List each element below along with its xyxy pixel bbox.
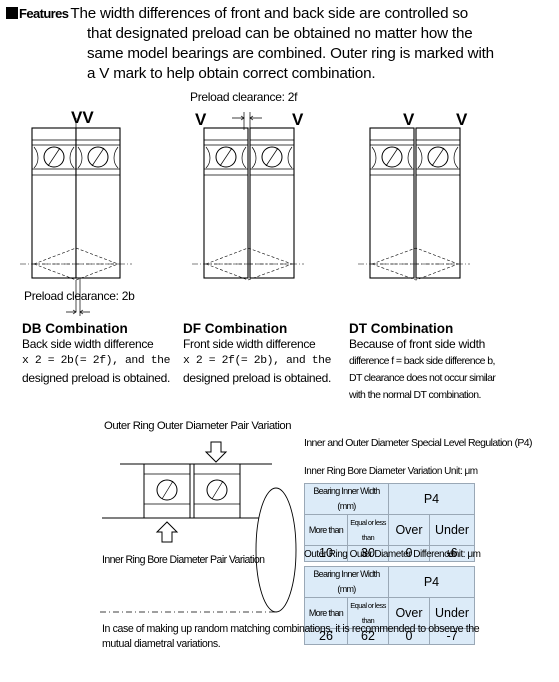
dt-combination: DT Combination Because of front side wid… (349, 321, 549, 404)
features-line-2: that designated preload can be obtained … (87, 25, 473, 42)
df-title: DF Combination (183, 321, 288, 336)
bore-width-header: Bearing Inner Width (mm) (304, 483, 389, 515)
outer-grade: P4 (388, 566, 475, 598)
inner-pair-variation-label: Inner Ring Bore Diameter Pair Variation (102, 554, 265, 566)
regulation-title: Inner and Outer Diameter Special Level R… (304, 437, 533, 449)
df-diagram (192, 112, 304, 281)
features-label: Features (19, 6, 69, 21)
dt-diagram (358, 127, 470, 281)
df-combination: DF Combination Front side width differen… (183, 321, 343, 387)
bore-table-caption: Inner Ring Bore Diameter Variation Unit:… (304, 466, 478, 477)
bore-grade: P4 (388, 483, 475, 515)
outer-pair-variation-label: Outer Ring Outer Diameter Pair Variation (104, 420, 292, 432)
shaft-bearing-left (143, 463, 191, 519)
bullet-square-icon (6, 7, 18, 19)
combination-diagrams (20, 112, 470, 316)
outer-arrow-icon (204, 441, 228, 463)
db-diagram (20, 118, 132, 316)
df-v-mark-right: V (292, 110, 304, 129)
outer-table-caption: Outer Ring Outer Diameter Difference (304, 549, 454, 560)
pair-variation-diagram (100, 441, 297, 613)
preload-clearance-2f-label: Preload clearance: 2f (190, 90, 298, 104)
db-combination: DB Combination Back side width differenc… (22, 321, 182, 387)
dt-v-mark-right: V (456, 110, 468, 129)
outer-width-header: Bearing Inner Width (mm) (304, 566, 389, 598)
outer-table-unit: Unit: μm (447, 549, 481, 560)
dt-title: DT Combination (349, 321, 454, 336)
shaft-bearing-right (193, 463, 241, 519)
inner-arrow-icon (155, 521, 179, 543)
db-vv-mark: VV (71, 108, 94, 127)
features-line-3: same model bearings are combined. Outer … (87, 45, 494, 62)
dt-v-mark-left: V (403, 110, 415, 129)
features-line-4: a V mark to help obtain correct combinat… (87, 65, 376, 82)
bore-variation-table: Bearing Inner Width (mm) P4 More than Eq… (304, 483, 475, 562)
footnote: In case of making up random matching com… (102, 623, 480, 650)
df-v-mark-left: V (195, 110, 207, 129)
preload-clearance-2b-label: Preload clearance: 2b (24, 289, 135, 303)
db-title: DB Combination (22, 321, 128, 336)
table-row: 26 62 0 -7 (304, 628, 475, 645)
table-row: 10 30 0 -6 (304, 545, 475, 562)
outer-difference-table: Bearing Inner Width (mm) P4 More than Eq… (304, 566, 475, 645)
